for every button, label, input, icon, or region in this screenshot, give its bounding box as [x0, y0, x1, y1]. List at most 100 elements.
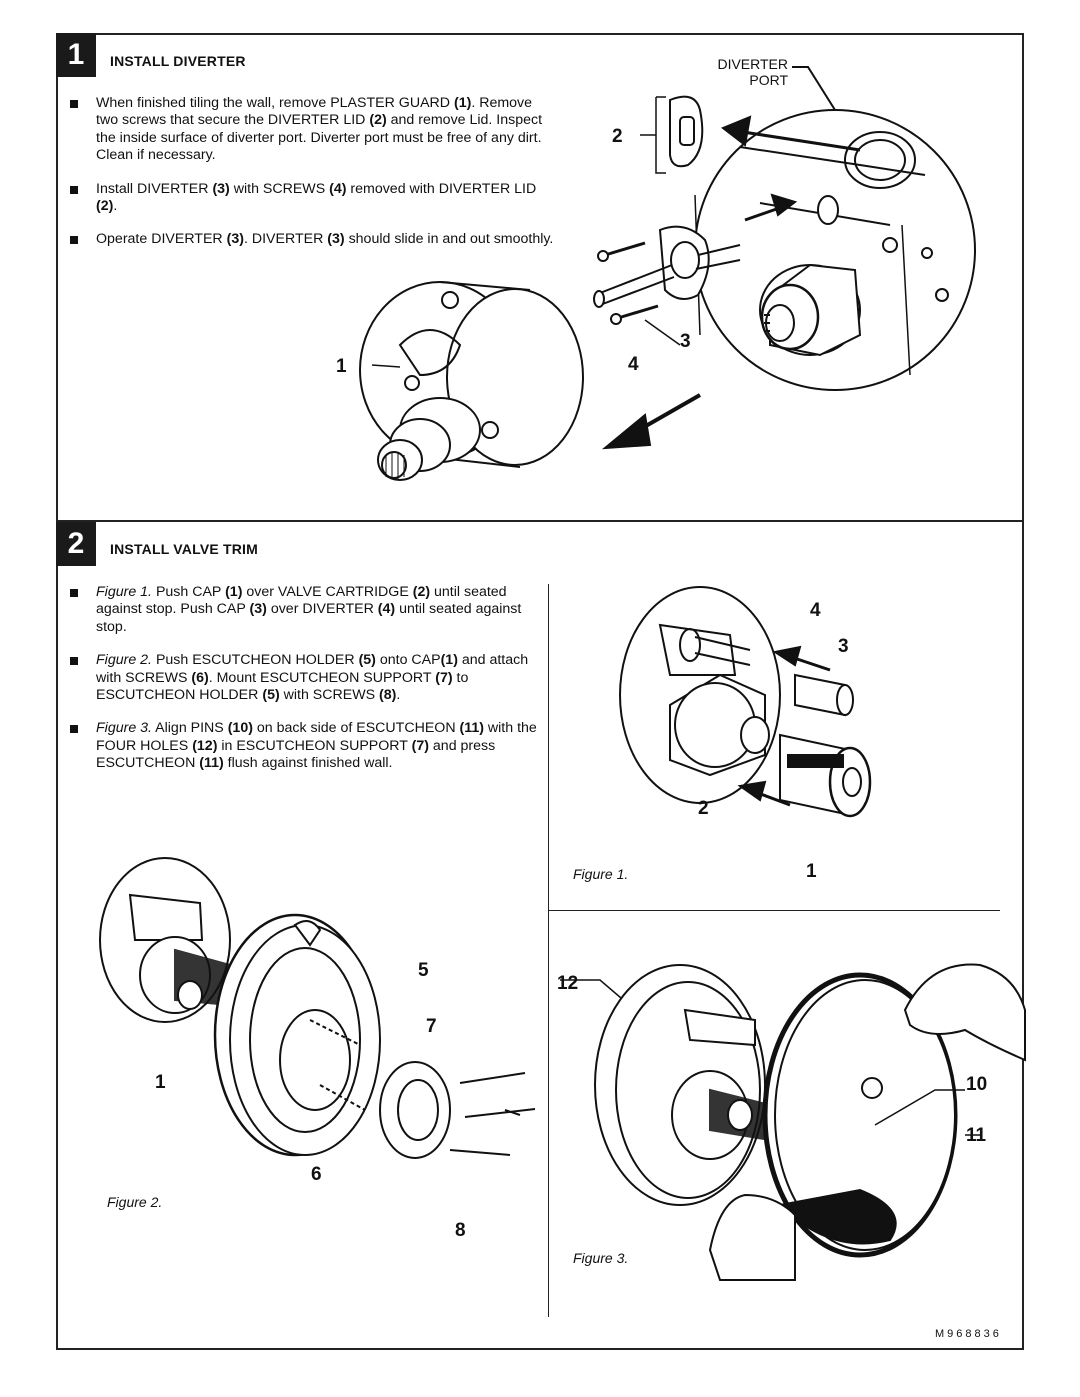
instruction-text: and attach with SCREWS — [96, 652, 529, 686]
instruction-text: . Mount ESCUTCHEON SUPPORT — [208, 669, 436, 686]
step-1-heading: INSTALL DIVERTER — [110, 53, 246, 69]
bullet-square-icon — [70, 100, 78, 108]
step-2-instructions: Figure 1. Push CAP (1) over VALVE CARTRI… — [56, 584, 541, 789]
instruction-text: in ESCUTCHEON SUPPORT — [217, 737, 412, 754]
part-reference: (11) — [199, 755, 224, 772]
instruction-text: Push CAP — [152, 584, 226, 600]
instruction-text: Push ESCUTCHEON HOLDER — [152, 652, 359, 669]
part-reference: (4) — [377, 601, 396, 618]
section-divider — [56, 520, 1024, 522]
part-reference: (1) — [453, 95, 472, 111]
part-reference: (5) — [358, 652, 376, 669]
part-reference: (6) — [191, 669, 209, 686]
part-reference: (4) — [329, 180, 347, 197]
fig3-callout-11: 11 — [966, 1125, 987, 1146]
figure-3-caption: Figure 3. — [573, 1250, 629, 1266]
step1-callout-4: 4 — [628, 354, 639, 375]
part-reference: (7) — [411, 737, 429, 754]
instruction-text: to ESCUTCHEON HOLDER — [96, 669, 469, 704]
fig2-callout-6: 6 — [311, 1164, 322, 1185]
instruction-text: until seated against stop. Push CAP — [96, 584, 507, 618]
instruction-text: over DIVERTER — [266, 601, 378, 618]
step-2-number: 2 — [56, 522, 96, 566]
figure-1-caption: Figure 1. — [573, 866, 629, 882]
step-1-instructions: When finished tiling the wall, remove PL… — [56, 95, 556, 265]
instruction-text: over VALVE CARTRIDGE — [242, 584, 413, 600]
instruction-bullet: Operate DIVERTER (3). DIVERTER (3) shoul… — [56, 231, 556, 248]
fig3-callout-10: 10 — [966, 1074, 988, 1095]
bullet-square-icon — [70, 589, 78, 597]
part-reference: (3) — [226, 231, 244, 248]
step-1-number: 1 — [56, 33, 96, 77]
fig2-callout-1: 1 — [155, 1072, 166, 1093]
part-reference: (11) — [459, 720, 484, 737]
instruction-text: removed with DIVERTER LID — [346, 180, 537, 197]
fig1-callout-3: 3 — [838, 636, 849, 657]
instruction-bullet: Figure 1. Push CAP (1) over VALVE CARTRI… — [56, 584, 541, 636]
step1-callout-3: 3 — [680, 331, 691, 352]
part-reference: (8) — [379, 687, 397, 704]
instruction-text: Install DIVERTER — [96, 180, 213, 197]
part-reference: (12) — [192, 737, 218, 754]
figure-row-divider — [548, 910, 1000, 911]
fig3-callout-12: 12 — [557, 973, 579, 994]
page-frame — [56, 33, 1024, 1350]
part-reference: (2) — [369, 112, 387, 129]
diverter-port-label: DIVERTER PORT — [717, 56, 788, 88]
figure-reference: Figure 3. — [96, 720, 152, 737]
instruction-text: . DIVERTER — [243, 231, 328, 248]
step-2-heading: INSTALL VALVE TRIM — [110, 541, 259, 557]
instruction-text: Operate DIVERTER — [96, 231, 227, 248]
fig2-callout-8: 8 — [455, 1220, 466, 1241]
document-code: M968836 — [935, 1328, 1002, 1340]
part-reference: (10) — [227, 720, 253, 737]
instruction-text: . — [113, 198, 118, 215]
instruction-bullet: Install DIVERTER (3) with SCREWS (4) rem… — [56, 181, 556, 216]
bullet-square-icon — [70, 185, 78, 194]
instruction-text: and remove Lid. Inspect the inside surfa… — [96, 112, 543, 164]
instruction-text: . — [396, 687, 401, 704]
step1-callout-1: 1 — [336, 356, 347, 377]
part-reference: (7) — [435, 669, 453, 686]
instruction-text: When finished tiling the wall, remove PL… — [96, 95, 454, 111]
instruction-text: and press ESCUTCHEON — [96, 737, 496, 772]
figure-2-illustration — [99, 857, 536, 1159]
fig1-callout-2: 2 — [698, 798, 709, 819]
instruction-text: onto CAP — [375, 652, 441, 669]
fig2-callout-7: 7 — [426, 1016, 437, 1037]
instruction-bullet: Figure 2. Push ESCUTCHEON HOLDER (5) ont… — [56, 652, 541, 704]
part-reference: (3) — [249, 601, 267, 618]
instruction-bullet: Figure 3. Align PINS (10) on back side o… — [56, 720, 541, 772]
fig2-callout-5: 5 — [418, 960, 429, 981]
instruction-text: with SCREWS — [279, 687, 380, 704]
part-reference: (3) — [212, 180, 230, 197]
instruction-text: Align PINS — [152, 720, 228, 737]
part-reference: (2) — [96, 198, 114, 215]
fig1-callout-1: 1 — [806, 861, 817, 882]
instruction-text: flush against finished wall. — [223, 755, 393, 772]
figure-2-caption: Figure 2. — [107, 1194, 163, 1210]
part-reference: (1) — [225, 584, 243, 600]
figure-reference: Figure 2. — [96, 652, 152, 669]
bullet-square-icon — [70, 657, 78, 666]
figure-3-illustration — [560, 963, 1026, 1281]
fig1-callout-4: 4 — [810, 600, 821, 621]
diverter-install-illustration — [359, 66, 976, 481]
bullet-square-icon — [70, 236, 78, 245]
instruction-text: with the FOUR HOLES — [96, 720, 537, 754]
step1-callout-2: 2 — [612, 126, 623, 147]
instruction-text: until seated against stop. — [96, 601, 522, 635]
figure-1-illustration — [619, 586, 872, 818]
part-reference: (2) — [412, 584, 431, 600]
instruction-text: on back side of ESCUTCHEON — [252, 720, 460, 737]
instruction-text: should slide in and out smoothly. — [344, 231, 554, 248]
part-reference: (1) — [440, 652, 458, 669]
part-reference: (3) — [327, 231, 345, 248]
figure-column-divider — [548, 584, 549, 1317]
instruction-bullet: When finished tiling the wall, remove PL… — [56, 95, 556, 165]
part-reference: (5) — [262, 687, 280, 704]
instruction-text: with SCREWS — [229, 180, 330, 197]
bullet-square-icon — [70, 725, 78, 734]
figure-reference: Figure 1. — [96, 584, 152, 600]
instruction-text: . Remove two screws that secure the DIVE… — [96, 95, 533, 129]
